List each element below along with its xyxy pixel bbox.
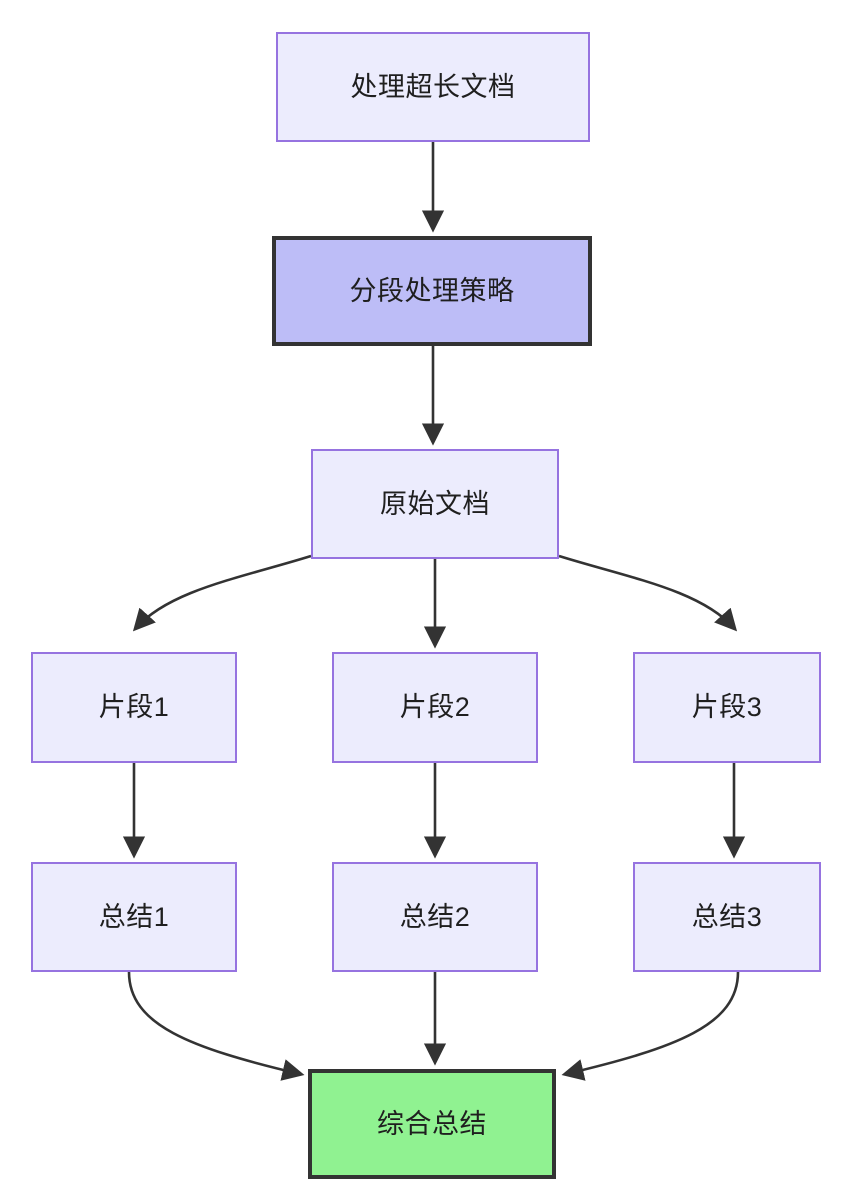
node-n1[interactable]: 处理超长文档 — [276, 32, 590, 142]
node-n5[interactable]: 片段2 — [332, 652, 538, 763]
edge-n3-to-n6 — [558, 554, 738, 632]
node-label: 总结1 — [98, 901, 170, 932]
edge-n7-to-n10 — [127, 971, 305, 1081]
node-n3[interactable]: 原始文档 — [311, 449, 559, 559]
node-label: 分段处理策略 — [349, 275, 515, 306]
node-label: 处理超长文档 — [350, 71, 516, 102]
node-label: 片段1 — [98, 692, 170, 723]
edge-n3-to-n4 — [132, 554, 312, 632]
node-n7[interactable]: 总结1 — [31, 862, 237, 972]
edge-n9-to-n10 — [561, 971, 740, 1081]
node-label: 总结2 — [399, 901, 471, 932]
node-n2[interactable]: 分段处理策略 — [272, 236, 592, 346]
node-label: 片段2 — [399, 692, 471, 723]
node-label: 原始文档 — [380, 488, 490, 519]
node-label: 片段3 — [691, 692, 763, 723]
node-n6[interactable]: 片段3 — [633, 652, 821, 763]
node-label: 综合总结 — [377, 1108, 487, 1139]
node-label: 总结3 — [691, 901, 763, 932]
node-n10[interactable]: 综合总结 — [308, 1069, 556, 1179]
node-n9[interactable]: 总结3 — [633, 862, 821, 972]
node-n8[interactable]: 总结2 — [332, 862, 538, 972]
node-n4[interactable]: 片段1 — [31, 652, 237, 763]
